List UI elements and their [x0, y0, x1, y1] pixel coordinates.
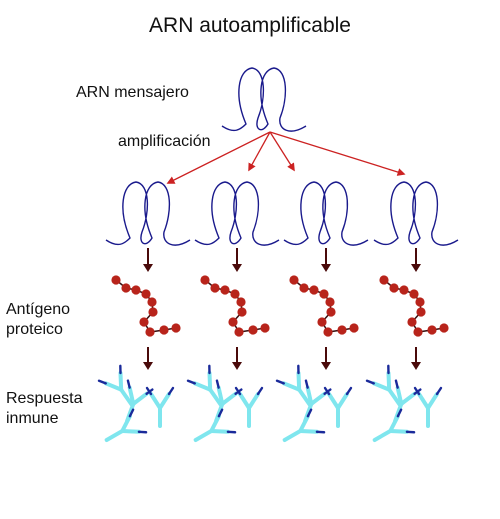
rna-strand-icon-copy-4	[373, 181, 459, 246]
antigen-label: Antígeno proteico	[6, 300, 116, 340]
arrow-to-antibody-1	[143, 347, 153, 370]
antibody-groups	[97, 364, 443, 442]
amplification-arrow-4	[269, 131, 406, 176]
immune-label-line2: inmune	[6, 410, 59, 427]
antigen-proteins	[111, 275, 449, 337]
immune-label-line1: Respuesta	[6, 390, 83, 407]
arrow-to-antigen-3	[321, 248, 331, 272]
antigen-label-line1: Antígeno	[6, 301, 71, 318]
immune-response-label: Respuesta inmune	[6, 389, 116, 429]
amplification-label: amplificación	[118, 133, 211, 150]
rna-strands	[105, 67, 459, 246]
mrna-label: ARN mensajero	[76, 84, 189, 101]
arrow-to-antigen-2	[232, 248, 242, 272]
protein-antigen-icon-2	[200, 275, 270, 337]
diagram-title: ARN autoamplificable	[149, 14, 351, 37]
rna-strand-icon-copy-3	[283, 181, 369, 246]
antibody-icon-group-3	[275, 364, 353, 442]
step-arrows	[143, 248, 421, 370]
rna-strand-icon-copy-2	[194, 181, 280, 246]
amplification-arrow-2	[248, 131, 271, 172]
antibody-icon-group-2	[186, 364, 264, 442]
protein-antigen-icon-4	[379, 275, 449, 337]
rna-strand-icon-messenger	[221, 67, 307, 132]
protein-antigen-icon-3	[289, 275, 359, 337]
amplification-arrow-1	[166, 131, 271, 184]
antibody-icon-group-4	[365, 364, 443, 442]
protein-antigen-icon-1	[111, 275, 181, 337]
amplification-arrows	[166, 131, 406, 184]
antibody-icon-group-1	[97, 364, 175, 442]
antigen-label-line2: proteico	[6, 321, 63, 338]
arrow-to-antigen-1	[143, 248, 153, 272]
arrow-to-antibody-2	[232, 347, 242, 370]
amplification-arrow-3	[269, 131, 295, 172]
arrow-to-antibody-3	[321, 347, 331, 370]
arrow-to-antibody-4	[411, 347, 421, 370]
arrow-to-antigen-4	[411, 248, 421, 272]
rna-strand-icon-copy-1	[105, 181, 191, 246]
